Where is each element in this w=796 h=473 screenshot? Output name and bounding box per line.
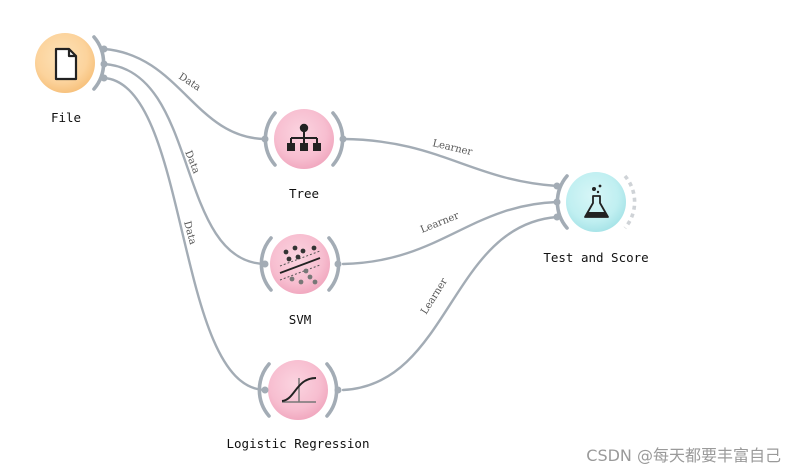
widget-file[interactable]: File [35,33,108,125]
output-channel-dot[interactable] [334,260,342,268]
widget-file-label: File [51,110,81,125]
output-channel-dot[interactable] [100,45,108,53]
svm-icon [279,245,321,285]
link-logreg-test[interactable]: Learner [341,215,559,392]
input-channel-dot[interactable] [553,182,561,190]
link-file-tree[interactable]: Data [102,47,267,141]
file-icon [54,47,78,81]
link-svm-test[interactable]: Learner [341,200,559,266]
link-file-logreg[interactable]: Data [102,76,267,392]
widget-logreg-label: Logistic Regression [227,436,370,451]
widget-logistic-regression[interactable]: Logistic Regression [227,360,370,451]
watermark: CSDN @每天都要丰富自己 [586,446,781,465]
input-channel-dot[interactable] [261,135,269,143]
input-channel-dot[interactable] [553,213,561,221]
output-channel-dot[interactable] [339,135,347,143]
output-channel-dot[interactable] [100,74,108,82]
widget-svm-label: SVM [289,312,312,327]
widget-svm-circle [270,234,330,294]
widget-logreg-circle [268,360,328,420]
tree-icon [287,123,321,151]
output-channel-dot[interactable] [334,386,342,394]
widget-test-label: Test and Score [543,250,648,265]
logistic-regression-icon [281,377,317,403]
widget-tree-label: Tree [289,186,319,201]
widget-tree[interactable]: Tree [261,109,347,201]
widget-test-and-score[interactable]: Test and Score [543,172,649,265]
widget-svm[interactable]: SVM [259,234,342,327]
link-tree-test[interactable]: Learner [341,137,559,188]
input-channel-dot[interactable] [261,386,269,394]
widget-test-circle [566,172,626,232]
input-channel-dot[interactable] [261,260,269,268]
output-channel-dot[interactable] [100,60,108,68]
flask-icon [584,184,609,218]
input-channel-dot[interactable] [553,198,561,206]
